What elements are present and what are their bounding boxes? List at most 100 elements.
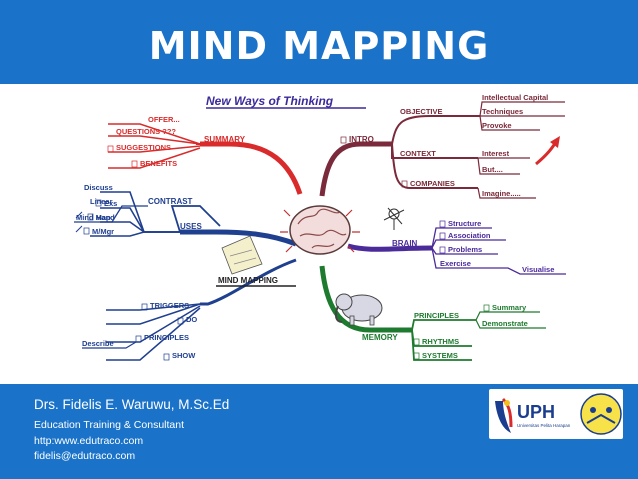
companies-line xyxy=(391,143,478,189)
summary-line-2 xyxy=(108,135,201,145)
describe-line xyxy=(82,341,137,349)
document-icon xyxy=(95,199,102,207)
brain-item-line xyxy=(431,247,498,255)
rhythms-label: RHYTHMS xyxy=(422,337,459,346)
left-bottom-line xyxy=(106,307,201,361)
document-icon xyxy=(177,317,184,325)
document-icon xyxy=(135,335,142,343)
summary-label: SUMMARY xyxy=(204,135,246,144)
objective-item-line xyxy=(479,101,565,117)
uses-item: Discuss xyxy=(84,183,113,192)
document-icon xyxy=(163,353,170,361)
context-item: Interest xyxy=(482,149,510,158)
document-icon xyxy=(413,338,420,346)
uph-logo-subtext: Universitas Pelita Harapan xyxy=(517,423,571,428)
summary-line-3 xyxy=(108,145,201,153)
author-website[interactable]: http:www.edutraco.com xyxy=(34,435,144,447)
left-bottom-item: PRINCIPLES xyxy=(144,333,189,342)
brain-item-line xyxy=(431,247,566,275)
arrow-line xyxy=(535,141,558,166)
mind-map-svg: New Ways of Thinking SUMMARY OFFER... QU… xyxy=(74,93,566,361)
brain-item: Problems xyxy=(448,245,482,254)
left-bottom-item: DO xyxy=(186,315,197,324)
document-icon xyxy=(87,213,94,221)
describe-label: Describe xyxy=(82,339,114,348)
summary-line-1 xyxy=(108,123,201,145)
slide-title: MIND MAPPING xyxy=(148,24,490,68)
principles-label: PRINCIPLES xyxy=(414,311,459,320)
memory-branch xyxy=(319,265,412,333)
contrast-item: Linear xyxy=(90,197,113,206)
contrast-label: CONTRAST xyxy=(148,197,193,206)
memory-label: MEMORY xyxy=(362,333,398,342)
companies-label: COMPANIES xyxy=(410,179,455,188)
center-label: MIND MAPPING xyxy=(218,276,278,285)
document-icon xyxy=(439,220,446,228)
mind-map-image: New Ways of Thinking SUMMARY OFFER... QU… xyxy=(0,84,638,384)
principles-item: Demonstrate xyxy=(482,319,528,328)
author-name: Drs. Fidelis E. Waruwu, M.Sc.Ed xyxy=(34,397,230,412)
mind-map-heading: New Ways of Thinking xyxy=(206,94,334,108)
summary-item: QUESTIONS ??? xyxy=(116,127,176,136)
document-icon xyxy=(483,304,490,312)
summary-branch xyxy=(200,141,303,195)
brain-icon xyxy=(280,205,360,255)
author-email[interactable]: fidelis@edutraco.com xyxy=(34,450,136,462)
summary-line-4 xyxy=(108,147,201,169)
principles-item-line xyxy=(475,319,546,329)
uses-item: M/Mgr xyxy=(92,227,114,236)
principles-item: Summary xyxy=(492,303,527,312)
summary-item: SUGGESTIONS xyxy=(116,143,171,152)
document-icon xyxy=(131,160,138,168)
pencil-icon xyxy=(75,211,83,233)
intro-branch xyxy=(319,141,392,197)
elephant-icon xyxy=(334,293,383,326)
logos-panel: UPH Universitas Pelita Harapan xyxy=(489,389,623,439)
brain-item: Association xyxy=(448,231,491,240)
objective-line xyxy=(391,115,480,145)
objective-item-line xyxy=(479,115,540,131)
objective-item: Intellectual Capital xyxy=(482,93,548,102)
thinking-figure-icon xyxy=(383,207,405,230)
footer: Drs. Fidelis E. Waruwu, M.Sc.Ed Educatio… xyxy=(0,384,638,479)
document-icon xyxy=(141,303,148,311)
document-icon xyxy=(439,232,446,240)
uph-logo-icon xyxy=(495,393,622,435)
uph-logo-text: UPH xyxy=(517,402,556,422)
contrast-connector xyxy=(170,205,221,233)
sketch-map-icon xyxy=(221,235,263,275)
objective-item: Techniques xyxy=(482,107,523,116)
contrast-item: Mind Map xyxy=(76,213,111,222)
left-bottom-item: SHOW xyxy=(172,351,196,360)
arrow-icon xyxy=(550,136,560,148)
document-icon xyxy=(83,227,90,235)
document-icon xyxy=(439,246,446,254)
brain-item-line xyxy=(431,227,492,249)
context-label: CONTEXT xyxy=(400,149,436,158)
document-icon xyxy=(107,145,114,153)
title-bar: MIND MAPPING xyxy=(0,0,638,84)
companies-item-line xyxy=(477,187,536,199)
brain-branch xyxy=(347,243,433,252)
companies-item: Imagine..... xyxy=(482,189,521,198)
uses-item: Hand xyxy=(96,213,115,222)
summary-item: OFFER... xyxy=(148,115,180,124)
brain-label: BRAIN xyxy=(392,239,418,248)
summary-item: BENEFITS xyxy=(140,159,177,168)
left-bottom-line xyxy=(106,303,201,325)
brain-visualise: Visualise xyxy=(522,265,554,274)
uses-item-line xyxy=(90,231,180,237)
document-icon xyxy=(340,136,347,144)
document-icon xyxy=(413,352,420,360)
brain-item: Exercise xyxy=(440,259,471,268)
brain-item: Structure xyxy=(448,219,481,228)
uses-item: Exs xyxy=(104,199,117,208)
left-bottom-item: TRIGGERS xyxy=(150,301,189,310)
principles-item-line xyxy=(475,311,540,321)
objective-label: OBJECTIVE xyxy=(400,107,443,116)
contrast-item-line xyxy=(74,205,148,223)
uses-label: USES xyxy=(180,222,202,231)
author-role: Education Training & Consultant xyxy=(34,419,185,431)
uses-branch xyxy=(180,229,297,247)
context-item: But.... xyxy=(482,165,503,174)
